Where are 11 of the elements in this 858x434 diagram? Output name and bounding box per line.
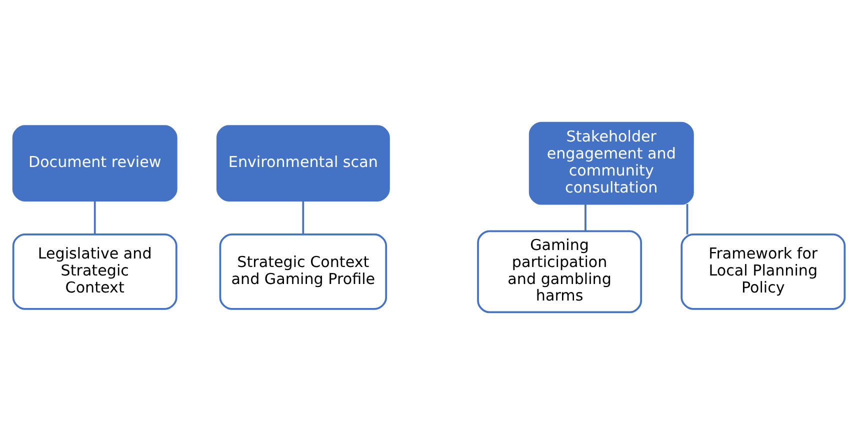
node-box: Stakeholder engagement and community consultation (528, 121, 694, 204)
node-box: Gaming participation and gambling harms (477, 230, 642, 313)
node-box: Strategic Context and Gaming Profile (219, 233, 388, 310)
node-box: Document review (12, 124, 178, 201)
connector (302, 200, 304, 234)
node-box: Framework for Local Planning Policy (680, 233, 846, 310)
node-box: Environmental scan (216, 124, 390, 201)
connector (584, 203, 586, 231)
node-box: Legislative and Strategic Context (12, 233, 178, 310)
connector (686, 203, 688, 234)
connector (94, 200, 96, 234)
